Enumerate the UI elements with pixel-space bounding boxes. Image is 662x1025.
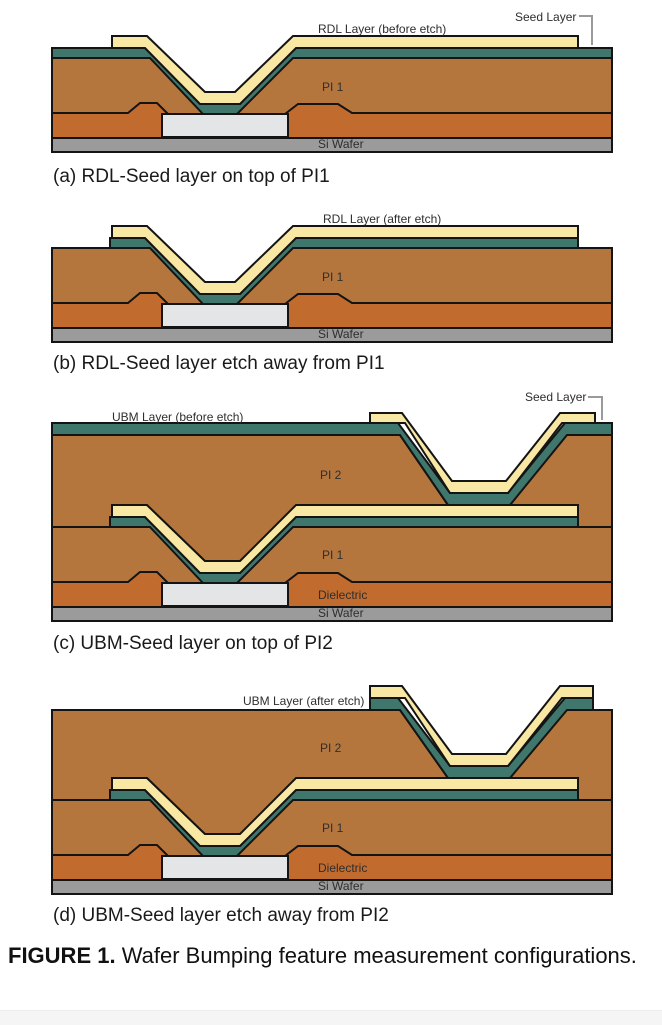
pi1-label: PI 1 bbox=[322, 270, 344, 284]
rdl-layer-label: RDL Layer (after etch) bbox=[323, 212, 441, 226]
ubm-layer-shape bbox=[369, 685, 594, 767]
si-wafer-label: Si Wafer bbox=[318, 327, 364, 341]
panel-d-diagram: UBM Layer (after etch) PI 2 PI 1 Dielect… bbox=[51, 685, 613, 926]
rdl-layer-shape bbox=[111, 225, 579, 295]
rdl-layer-shape bbox=[111, 35, 579, 105]
dielectric-label: Dielectric bbox=[318, 588, 367, 602]
page-bottom-strip bbox=[0, 1010, 662, 1025]
panel-c-diagram: UBM Layer (before etch) Seed Layer PI 2 … bbox=[51, 390, 613, 654]
panel-a-diagram: RDL Layer (before etch) Seed Layer PI 1 … bbox=[51, 10, 613, 187]
seed-layer-callout-line bbox=[588, 396, 603, 420]
panel-a-caption: (a) RDL-Seed layer on top of PI1 bbox=[53, 166, 330, 187]
si-wafer-label: Si Wafer bbox=[318, 137, 364, 151]
metal-pad-shape bbox=[161, 582, 289, 607]
si-wafer-label: Si Wafer bbox=[318, 879, 364, 893]
si-wafer-label: Si Wafer bbox=[318, 606, 364, 620]
rdl-layer-label: RDL Layer (before etch) bbox=[318, 22, 446, 36]
ubm-layer-label: UBM Layer (after etch) bbox=[243, 694, 364, 708]
pi1-label: PI 1 bbox=[322, 80, 344, 94]
panel-d-caption: (d) UBM-Seed layer etch away from PI2 bbox=[53, 905, 389, 926]
ubm-layer-shape bbox=[369, 412, 596, 494]
ubm-layer-label: UBM Layer (before etch) bbox=[112, 410, 243, 424]
figure-caption-number: FIGURE 1. bbox=[8, 943, 116, 968]
panel-b-diagram: RDL Layer (after etch) PI 1 Si Wafer (b)… bbox=[51, 212, 613, 374]
pi1-label: PI 1 bbox=[322, 821, 344, 835]
seed-layer-label: Seed Layer bbox=[515, 10, 576, 24]
figure-caption: FIGURE 1. Wafer Bumping feature measurem… bbox=[8, 941, 640, 971]
panel-b-caption: (b) RDL-Seed layer etch away from PI1 bbox=[53, 353, 385, 374]
panel-c-caption: (c) UBM-Seed layer on top of PI2 bbox=[53, 633, 333, 654]
si-wafer-shape bbox=[51, 879, 613, 895]
pi2-label: PI 2 bbox=[320, 468, 342, 482]
figure-caption-text: Wafer Bumping feature measurement config… bbox=[115, 943, 637, 968]
si-wafer-shape bbox=[51, 606, 613, 622]
metal-pad-shape bbox=[161, 855, 289, 880]
dielectric-label: Dielectric bbox=[318, 861, 367, 875]
si-wafer-shape bbox=[51, 137, 613, 153]
seed-layer-label: Seed Layer bbox=[525, 390, 586, 404]
metal-pad-shape bbox=[161, 113, 289, 138]
pi1-label: PI 1 bbox=[322, 548, 344, 562]
si-wafer-shape bbox=[51, 327, 613, 343]
seed-layer-callout-line bbox=[579, 15, 593, 45]
metal-pad-shape bbox=[161, 303, 289, 328]
pi2-label: PI 2 bbox=[320, 741, 342, 755]
